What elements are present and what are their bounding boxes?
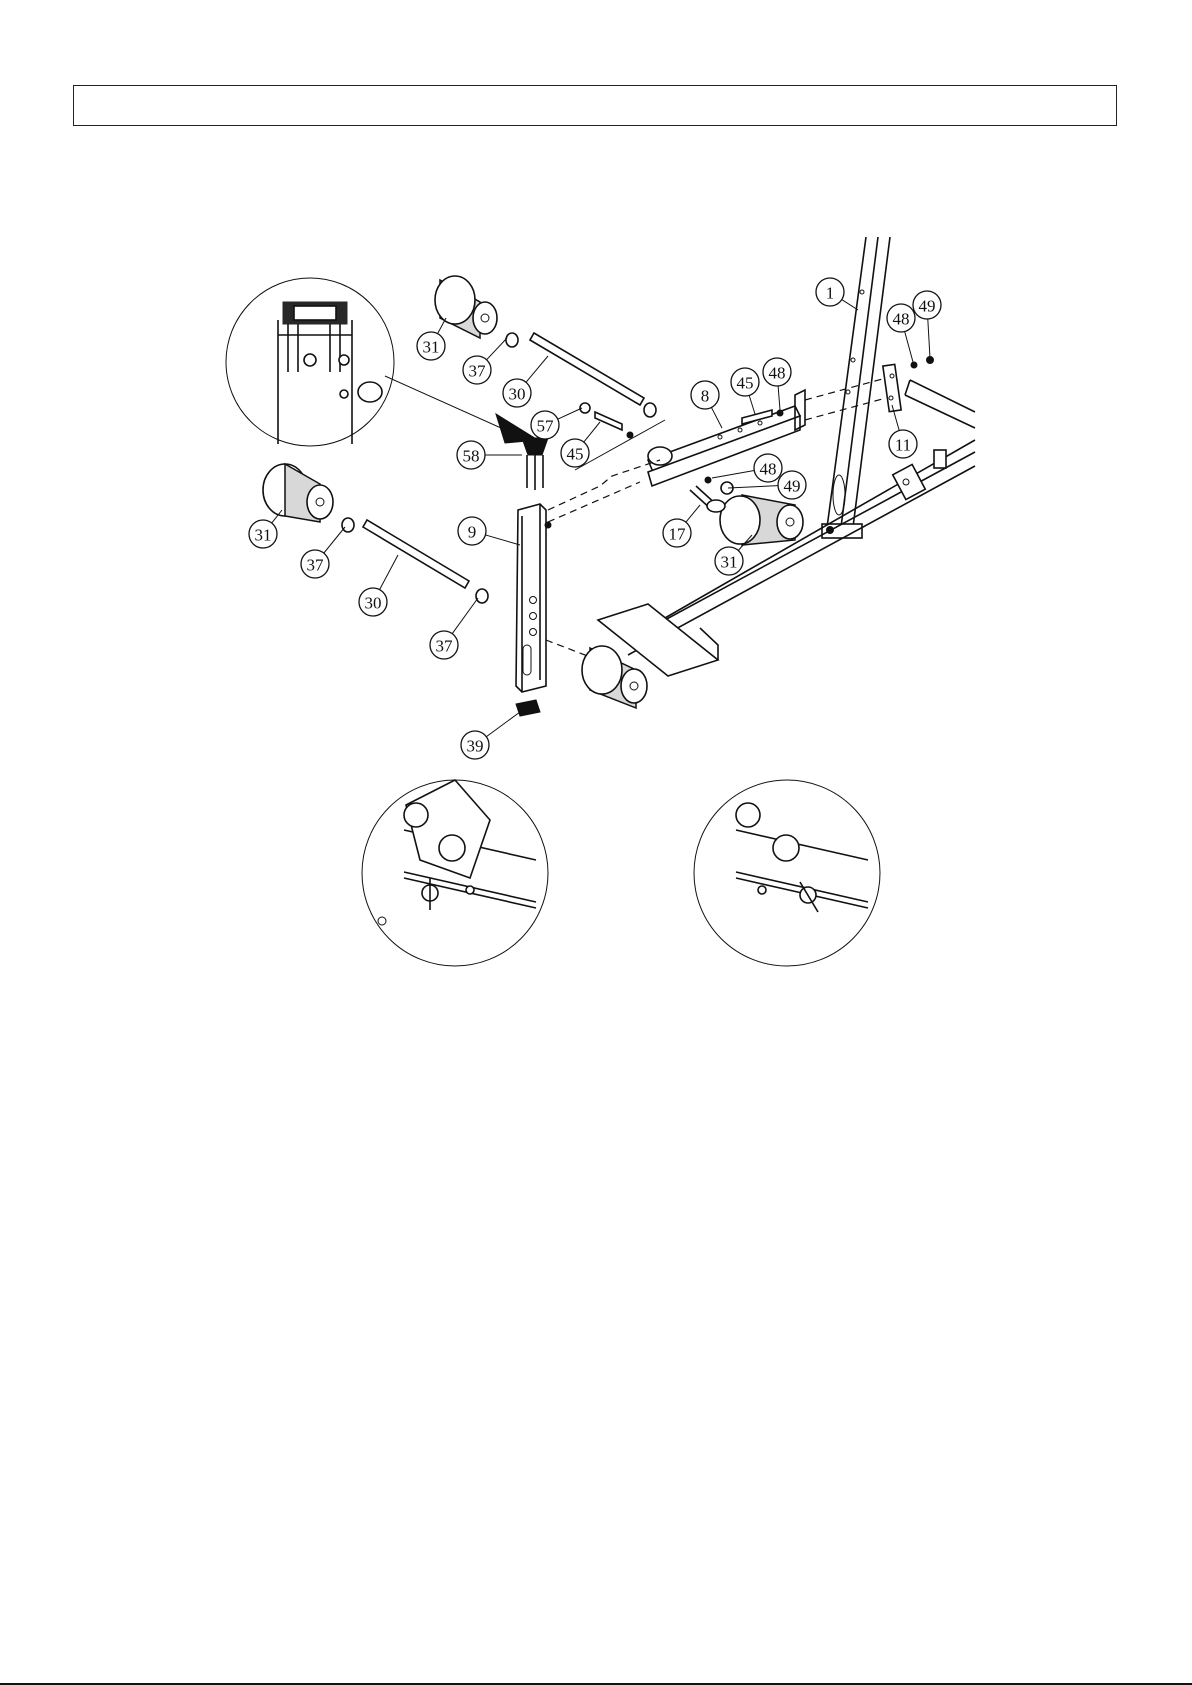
post-part-9 <box>516 504 551 692</box>
callout-label-39: 39 <box>467 737 484 756</box>
callout-leader-57 <box>558 408 582 419</box>
callout-leader-49 <box>728 486 778 488</box>
callout-leader-48 <box>712 470 754 478</box>
callout-label-1: 1 <box>826 284 835 303</box>
callout-label-45: 45 <box>737 374 754 393</box>
roller-part-31-upper <box>435 276 497 338</box>
callout-leader-37 <box>324 527 345 553</box>
roller-part-31-left <box>263 464 333 522</box>
callout-label-48: 48 <box>769 364 786 383</box>
roller-part-31-right <box>720 495 803 545</box>
callout-label-37: 37 <box>436 637 454 656</box>
callout-label-49: 49 <box>784 477 801 496</box>
callout-label-31: 31 <box>423 338 440 357</box>
cap-part-39[interactable] <box>516 700 540 716</box>
callout-leader-48 <box>905 332 913 362</box>
callout-leader-30 <box>526 356 548 382</box>
insert-part-58[interactable] <box>522 438 548 490</box>
detail-pin-position-left <box>362 780 548 966</box>
callout-leader-48 <box>778 386 780 410</box>
assembly-guide-lines <box>546 378 886 660</box>
callout-label-37: 37 <box>307 556 325 575</box>
callout-label-11: 11 <box>895 436 911 455</box>
callout-label-17: 17 <box>669 525 687 544</box>
callout-label-8: 8 <box>701 387 710 406</box>
callout-leader-45 <box>749 395 755 414</box>
bracket-part-11 <box>883 364 901 411</box>
callout-leader-1 <box>842 300 858 310</box>
callout-label-37: 37 <box>469 362 487 381</box>
callout-label-48: 48 <box>893 310 910 329</box>
detail-insert-zoom <box>226 278 394 446</box>
callout-leader-39 <box>486 712 520 737</box>
callout-leader-8 <box>711 407 722 428</box>
callout-label-58: 58 <box>463 447 480 466</box>
callout-leader-30 <box>380 555 398 590</box>
callout-label-49: 49 <box>919 297 936 316</box>
callout-label-57: 57 <box>537 417 555 436</box>
callout-label-30: 30 <box>509 385 526 404</box>
detail-hole <box>378 917 386 925</box>
callout-leader-17 <box>686 505 700 522</box>
callout-leader-9 <box>485 535 520 545</box>
callout-leader-37 <box>452 598 478 634</box>
callout-leader-45 <box>584 422 600 442</box>
pointer-arrow <box>385 376 510 432</box>
roller-bottom <box>582 646 647 708</box>
callout-leader-37 <box>487 338 507 360</box>
detail-pin-position-right <box>694 780 880 966</box>
callout-label-9: 9 <box>468 523 477 542</box>
callout-label-48: 48 <box>760 460 777 479</box>
callout-leader-49 <box>928 319 930 358</box>
callout-leader-31 <box>438 318 446 334</box>
callout-label-31: 31 <box>255 526 272 545</box>
callout-label-30: 30 <box>365 594 382 613</box>
callout-label-31: 31 <box>721 553 738 572</box>
callout-label-45: 45 <box>567 445 584 464</box>
